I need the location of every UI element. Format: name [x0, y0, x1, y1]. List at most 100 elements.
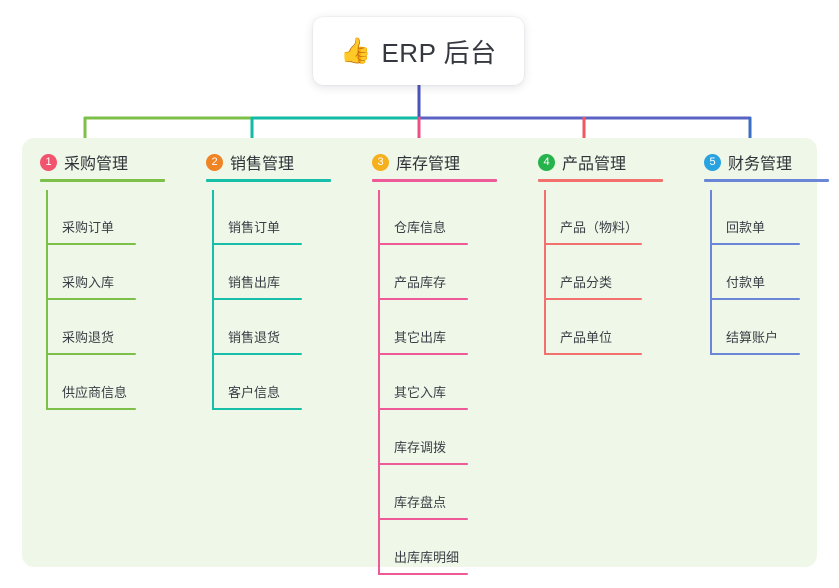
- branch-spine-1: [46, 190, 48, 410]
- leaf-rule: [378, 573, 468, 575]
- branch-header-2[interactable]: 2 销售管理: [188, 146, 331, 182]
- leaf-rule: [46, 353, 136, 355]
- leaf-node[interactable]: 产品分类: [520, 245, 642, 300]
- branch-badge-2: 2: [206, 153, 223, 171]
- leaf-node[interactable]: 结算账户: [686, 300, 800, 355]
- leaf-label: 库存调拨: [394, 440, 447, 455]
- leaf-node[interactable]: 产品（物料）: [520, 190, 642, 245]
- leaf-rule: [378, 353, 468, 355]
- leaf-label: 结算账户: [726, 330, 779, 345]
- leaf-node[interactable]: 销售出库: [188, 245, 302, 300]
- leaf-label: 采购订单: [62, 220, 115, 235]
- branch-column-3: 3 库存管理仓库信息产品库存其它出库其它入库库存调拨库存盘点出库库明细: [354, 146, 497, 575]
- leaf-rule: [212, 353, 302, 355]
- branch-items-2: 销售订单销售出库销售退货客户信息: [188, 190, 302, 410]
- branch-column-4: 4 产品管理产品（物料） 产品分类产品单位: [520, 146, 663, 355]
- leaf-node[interactable]: 出库库明细: [354, 520, 468, 575]
- leaf-label: 采购退货: [62, 330, 115, 345]
- leaf-rule: [46, 298, 136, 300]
- branches-panel: [22, 138, 817, 567]
- leaf-node[interactable]: 采购订单: [22, 190, 136, 245]
- leaf-node[interactable]: 产品库存: [354, 245, 468, 300]
- leaf-node[interactable]: 产品单位: [520, 300, 642, 355]
- branch-items-1: 采购订单采购入库采购退货供应商信息: [22, 190, 136, 410]
- leaf-node[interactable]: 仓库信息: [354, 190, 468, 245]
- leaf-rule: [46, 408, 136, 410]
- leaf-label: 销售退货: [228, 330, 281, 345]
- leaf-node[interactable]: 采购退货: [22, 300, 136, 355]
- leaf-rule: [710, 298, 800, 300]
- leaf-rule: [378, 518, 468, 520]
- leaf-label: 产品库存: [394, 275, 447, 290]
- leaf-rule: [212, 408, 302, 410]
- branch-header-rule-5: [704, 179, 829, 182]
- leaf-label: 库存盘点: [394, 495, 447, 510]
- branch-header-rule-1: [40, 179, 165, 182]
- branch-title-2: 销售管理: [230, 156, 295, 173]
- leaf-label: 仓库信息: [394, 220, 447, 235]
- leaf-label: 付款单: [726, 275, 766, 290]
- leaf-rule: [212, 243, 302, 245]
- leaf-label: 销售出库: [228, 275, 281, 290]
- root-title: ERP 后台: [381, 37, 497, 68]
- leaf-rule: [544, 243, 642, 245]
- branch-title-1: 采购管理: [64, 156, 129, 173]
- branch-items-5: 回款单付款单结算账户: [686, 190, 800, 355]
- leaf-node[interactable]: 其它出库: [354, 300, 468, 355]
- leaf-label: 回款单: [726, 220, 766, 235]
- branch-header-rule-2: [206, 179, 331, 182]
- branch-title-5: 财务管理: [728, 156, 793, 173]
- leaf-label: 产品单位: [560, 330, 613, 345]
- leaf-label: 销售订单: [228, 220, 281, 235]
- leaf-rule: [710, 243, 800, 245]
- branch-badge-3: 3: [372, 153, 389, 171]
- leaf-node[interactable]: 供应商信息: [22, 355, 136, 410]
- leaf-node[interactable]: 客户信息: [188, 355, 302, 410]
- branch-header-rule-4: [538, 179, 663, 182]
- leaf-rule: [544, 353, 642, 355]
- branch-badge-1: 1: [40, 153, 57, 171]
- leaf-node[interactable]: 其它入库: [354, 355, 468, 410]
- leaf-label: 供应商信息: [62, 385, 128, 400]
- leaf-label: 其它入库: [394, 385, 447, 400]
- leaf-label: 采购入库: [62, 275, 115, 290]
- root-node-card[interactable]: 👍 ERP 后台: [313, 17, 524, 85]
- leaf-node[interactable]: 销售退货: [188, 300, 302, 355]
- branch-header-1[interactable]: 1 采购管理: [22, 146, 165, 182]
- leaf-label: 其它出库: [394, 330, 447, 345]
- leaf-rule: [710, 353, 800, 355]
- leaf-rule: [378, 408, 468, 410]
- leaf-label: 产品分类: [560, 275, 613, 290]
- branch-spine-5: [710, 190, 712, 355]
- leaf-rule: [378, 298, 468, 300]
- branch-items-3: 仓库信息产品库存其它出库其它入库库存调拨库存盘点出库库明细: [354, 190, 468, 575]
- branch-items-4: 产品（物料） 产品分类产品单位: [520, 190, 642, 355]
- branch-column-2: 2 销售管理销售订单销售出库销售退货客户信息: [188, 146, 331, 410]
- branch-badge-5: 5: [704, 153, 721, 171]
- leaf-node[interactable]: 采购入库: [22, 245, 136, 300]
- branch-header-4[interactable]: 4 产品管理: [520, 146, 663, 182]
- branch-title-4: 产品管理: [562, 156, 627, 173]
- thumbs-up-icon: 👍: [340, 36, 372, 65]
- leaf-node[interactable]: 付款单: [686, 245, 800, 300]
- branch-spine-2: [212, 190, 214, 410]
- branch-header-3[interactable]: 3 库存管理: [354, 146, 497, 182]
- leaf-label: 客户信息: [228, 385, 281, 400]
- branch-column-5: 5 财务管理回款单付款单结算账户: [686, 146, 829, 355]
- leaf-node[interactable]: 库存盘点: [354, 465, 468, 520]
- branch-header-rule-3: [372, 179, 497, 182]
- branch-badge-4: 4: [538, 153, 555, 171]
- leaf-rule: [378, 463, 468, 465]
- branch-header-5[interactable]: 5 财务管理: [686, 146, 829, 182]
- leaf-rule: [378, 243, 468, 245]
- leaf-node[interactable]: 库存调拨: [354, 410, 468, 465]
- leaf-rule: [544, 298, 642, 300]
- leaf-node[interactable]: 销售订单: [188, 190, 302, 245]
- leaf-label: 产品（物料）: [560, 220, 639, 235]
- branch-title-3: 库存管理: [396, 156, 461, 173]
- leaf-rule: [46, 243, 136, 245]
- leaf-node[interactable]: 回款单: [686, 190, 800, 245]
- branch-spine-3: [378, 190, 380, 575]
- leaf-label: 出库库明细: [394, 550, 460, 565]
